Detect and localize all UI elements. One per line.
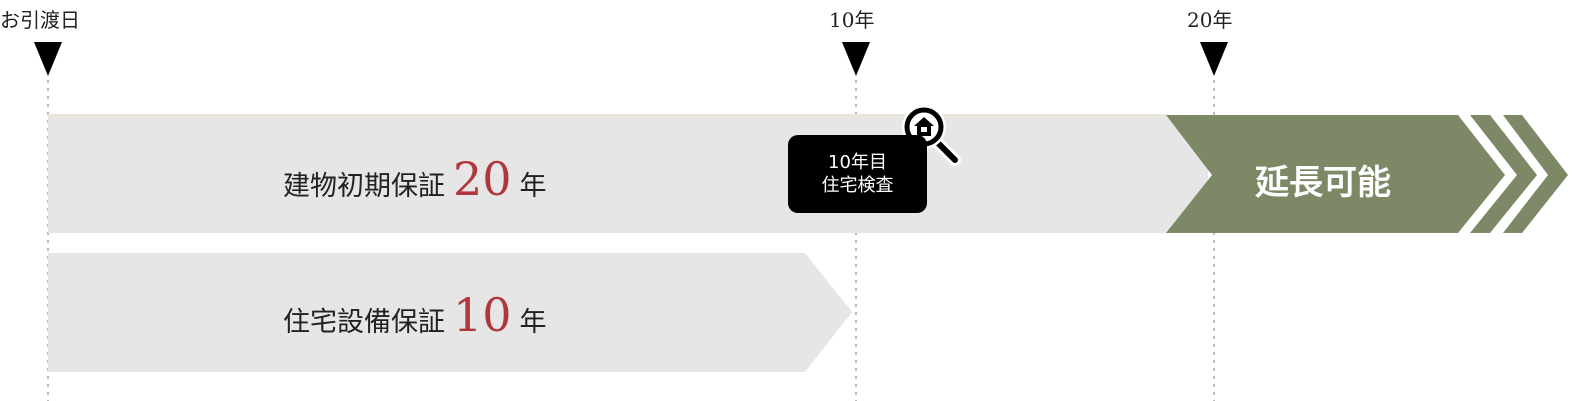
building-warranty-years: 20: [453, 152, 512, 206]
equipment-warranty-label: 住宅設備保証: [283, 307, 445, 338]
milestone-handover-label: お引渡日: [0, 8, 80, 32]
equipment-warranty-bar: [48, 253, 852, 372]
milestone-10y-label: 10年: [829, 8, 875, 32]
building-warranty-unit: 年: [519, 171, 547, 202]
inspection-line1: 10年目: [828, 152, 887, 173]
building-warranty-bar: [48, 115, 1208, 233]
extension-arrow: [1166, 115, 1505, 233]
building-warranty-text: 建物初期保証 20 年: [283, 152, 547, 206]
chevron-2: [1503, 115, 1568, 233]
equipment-warranty-years: 10: [453, 288, 512, 342]
extension-label: 延長可能: [1255, 163, 1391, 203]
marker-10y: [842, 42, 870, 76]
chevron-1: [1470, 115, 1537, 233]
equipment-warranty-text: 住宅設備保証 10 年: [283, 288, 547, 342]
marker-handover: [34, 42, 62, 76]
equipment-warranty-unit: 年: [519, 307, 547, 338]
inspection-line2: 住宅検査: [821, 175, 894, 196]
marker-20y: [1200, 42, 1228, 76]
milestone-20y-label: 20年: [1187, 8, 1233, 32]
inspection-badge: 10年目 住宅検査: [788, 135, 927, 213]
building-warranty-label: 建物初期保証: [283, 171, 445, 202]
